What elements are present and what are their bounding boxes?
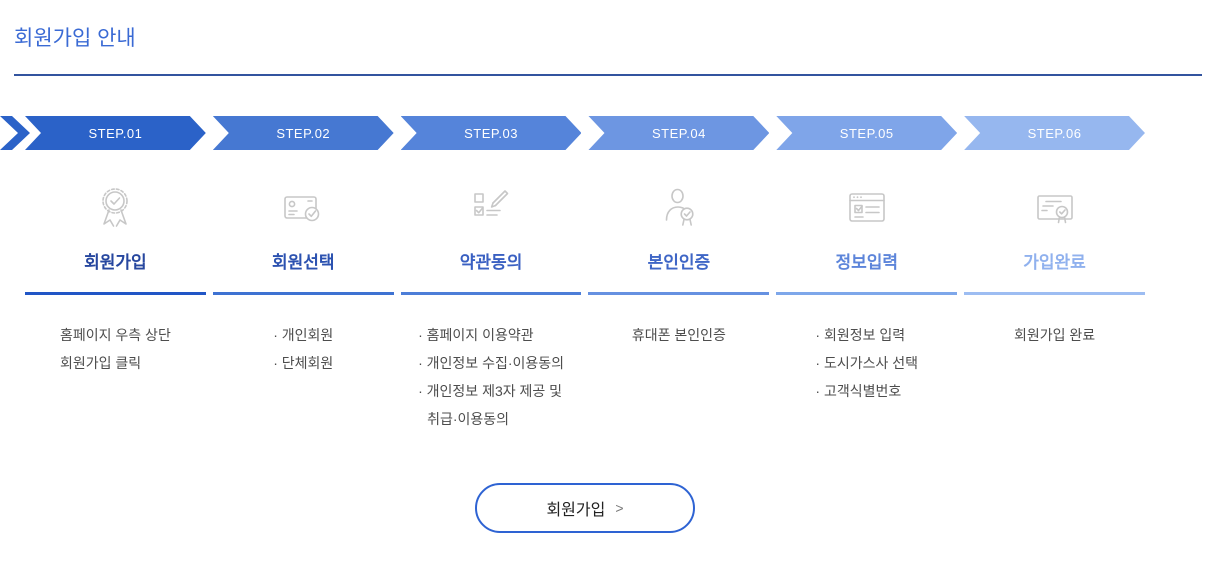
- chevron-icon: [0, 116, 30, 150]
- step-arrow-1: STEP.01: [25, 116, 206, 150]
- id-card-check-icon: [213, 184, 394, 232]
- desc-line: · 개인정보 수집·이용동의: [418, 355, 565, 371]
- step-label: STEP.02: [276, 125, 331, 141]
- step-column-4: 본인인증 휴대폰 본인인증: [588, 184, 770, 433]
- desc-line: 취급·이용동의: [427, 411, 510, 427]
- step-label: STEP.03: [464, 125, 518, 141]
- step-description: · 개인회원 · 단체회원: [213, 321, 394, 377]
- desc-line: 회원가입 완료: [1013, 327, 1096, 343]
- step-label: STEP.06: [1027, 125, 1082, 141]
- step-column-2: 회원선택 · 개인회원 · 단체회원: [212, 184, 394, 433]
- award-ribbon-icon: [25, 184, 206, 232]
- step-arrow-3: STEP.03: [401, 116, 582, 150]
- title-divider: [14, 74, 1202, 76]
- step-title: 본인인증: [647, 253, 711, 272]
- step-title: 가입완료: [1023, 253, 1086, 272]
- step-divider: [25, 292, 206, 295]
- step-arrow-4: STEP.04: [588, 116, 769, 150]
- step-arrow-6: STEP.06: [964, 116, 1145, 150]
- step-column-6: 가입완료 회원가입 완료: [964, 184, 1145, 433]
- step-label: STEP.04: [651, 125, 706, 141]
- step-title: 회원선택: [271, 253, 335, 272]
- step-column-3: 약관동의 · 홈페이지 이용약관 · 개인정보 수집·이용동의 · 개인정보 제…: [400, 184, 582, 433]
- desc-line: · 개인정보 제3자 제공 및: [418, 383, 563, 399]
- signup-button-label: 회원가입: [546, 502, 606, 519]
- step-arrow-5: STEP.05: [776, 116, 957, 150]
- step-divider: [212, 292, 394, 295]
- step-divider: [400, 292, 582, 295]
- form-window-icon: [776, 184, 957, 232]
- step-description: · 회원정보 입력 · 도시가스사 선택 · 고객식별번호: [776, 321, 957, 405]
- desc-line: · 도시가스사 선택: [815, 355, 919, 371]
- step-description: 휴대폰 본인인증: [588, 321, 769, 349]
- step-description: 홈페이지 우측 상단 회원가입 클릭: [25, 321, 206, 377]
- desc-line: · 회원정보 입력: [815, 327, 906, 343]
- desc-line: 홈페이지 우측 상단: [60, 327, 171, 343]
- step-description: · 홈페이지 이용약관 · 개인정보 수집·이용동의 · 개인정보 제3자 제공…: [401, 321, 582, 433]
- step-label: STEP.01: [88, 125, 143, 141]
- step-title: 정보입력: [835, 253, 898, 272]
- desc-line: · 개인회원: [273, 327, 334, 343]
- step-divider: [964, 292, 1145, 295]
- desc-line: · 고객식별번호: [815, 383, 902, 399]
- button-row: 회원가입 >: [25, 483, 1145, 533]
- step-title: 회원가입: [84, 253, 147, 272]
- page-title: 회원가입 안내: [14, 27, 136, 50]
- step-divider: [776, 292, 958, 295]
- step-description: 회원가입 완료: [964, 321, 1145, 349]
- desc-line: 회원가입 클릭: [60, 355, 142, 371]
- signup-button[interactable]: 회원가입 >: [475, 483, 695, 533]
- steps-detail-row: 회원가입 홈페이지 우측 상단 회원가입 클릭 회원선택 · 개인회원 · 단체…: [25, 184, 1145, 433]
- step-arrow-2: STEP.02: [213, 116, 394, 150]
- steps-progress-bar: STEP.01 STEP.02 STEP.03 STEP.04 STEP.05 …: [0, 116, 1145, 150]
- chevron-right-icon: >: [615, 500, 624, 516]
- step-column-5: 정보입력 · 회원정보 입력 · 도시가스사 선택 · 고객식별번호: [776, 184, 958, 433]
- desc-line: 휴대폰 본인인증: [631, 327, 726, 343]
- checklist-pen-icon: [401, 184, 582, 232]
- desc-line: · 단체회원: [273, 355, 334, 371]
- step-column-1: 회원가입 홈페이지 우측 상단 회원가입 클릭: [25, 184, 206, 433]
- step-label: STEP.05: [839, 125, 894, 141]
- step-title: 약관동의: [459, 253, 523, 272]
- step-divider: [588, 292, 770, 295]
- person-verify-icon: [588, 184, 769, 232]
- desc-line: · 홈페이지 이용약관: [418, 327, 534, 343]
- certificate-seal-icon: [964, 184, 1145, 232]
